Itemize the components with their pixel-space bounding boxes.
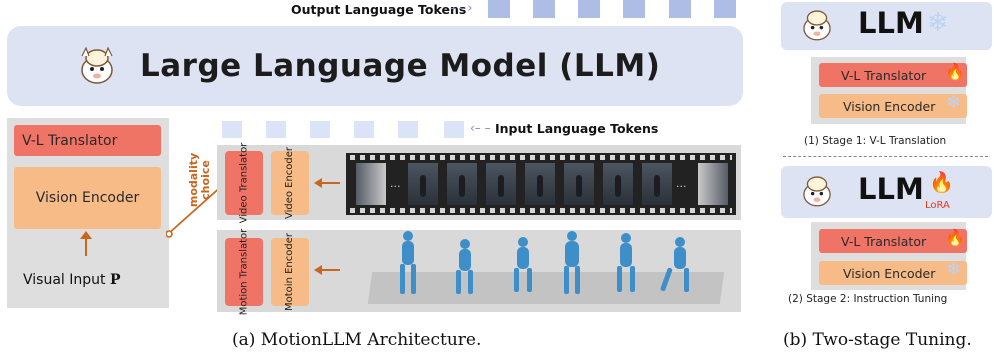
motion-translator-box: Motion Translator	[225, 229, 263, 315]
stage2-caption: (2) Stage 2: Instruction Tuning	[788, 293, 948, 305]
motion-figures	[380, 228, 720, 304]
video-encoder-box: Video Encoder	[271, 147, 309, 219]
stage1-translator: V-L Translator	[819, 63, 967, 87]
stage2-encoder: Vision Encoder	[819, 261, 967, 285]
visual-input-arrow	[85, 234, 87, 256]
modality-choice-label: modality choice	[187, 152, 213, 208]
video-arrowhead	[314, 178, 322, 188]
stage2-llm-label: LLM	[858, 172, 924, 206]
alpaca-icon	[797, 5, 837, 45]
motion-encoder-box: Motoin Encoder	[271, 233, 309, 311]
output-token	[623, 0, 645, 18]
output-arrow: – – ›	[450, 1, 472, 16]
output-token	[533, 0, 555, 18]
video-arrow	[318, 182, 340, 184]
stage1-caption: (1) Stage 1: V-L Translation	[804, 135, 947, 147]
input-token	[398, 121, 418, 138]
output-token	[669, 0, 691, 18]
alpaca-icon	[797, 171, 837, 211]
fire-icon: 🔥	[945, 228, 965, 247]
stage1-encoder: Vision Encoder	[819, 94, 967, 118]
caption-b: (b) Two-stage Tuning.	[783, 330, 972, 350]
video-film-strip: ... ...	[346, 153, 736, 215]
llm-bar	[7, 26, 743, 106]
lora-label: LoRA	[925, 200, 950, 211]
llm-title: Large Language Model (LLM)	[140, 48, 661, 84]
output-token	[714, 0, 736, 18]
fire-icon: 🔥	[929, 170, 954, 194]
visual-input-label: Visual Input P	[23, 272, 121, 288]
stage-divider	[783, 156, 988, 157]
output-token	[488, 0, 510, 18]
vision-encoder-box: Vision Encoder	[14, 167, 161, 229]
vl-translator-box: V-L Translator	[14, 125, 161, 156]
snowflake-icon: ❄	[946, 259, 962, 280]
input-token	[444, 121, 464, 138]
motion-arrow	[318, 269, 340, 271]
video-translator-box: Video Translator	[225, 143, 263, 223]
snowflake-icon: ❄	[927, 8, 949, 38]
input-tokens-label: Input Language Tokens	[495, 121, 659, 136]
output-token	[578, 0, 600, 18]
input-token	[222, 121, 242, 138]
stage2-translator: V-L Translator	[819, 229, 967, 253]
snowflake-icon: ❄	[946, 92, 962, 113]
fire-icon: 🔥	[945, 62, 965, 81]
input-token	[266, 121, 286, 138]
caption-a: (a) MotionLLM Architecture.	[232, 330, 482, 350]
input-token	[354, 121, 374, 138]
motion-arrowhead	[314, 265, 322, 275]
input-arrow: ‹– –	[470, 121, 491, 135]
stage1-llm-label: LLM	[858, 6, 924, 40]
input-token	[310, 121, 330, 138]
output-tokens-label: Output Language Tokens	[291, 2, 467, 17]
visual-input-arrowhead	[80, 231, 92, 239]
alpaca-icon	[74, 46, 120, 86]
